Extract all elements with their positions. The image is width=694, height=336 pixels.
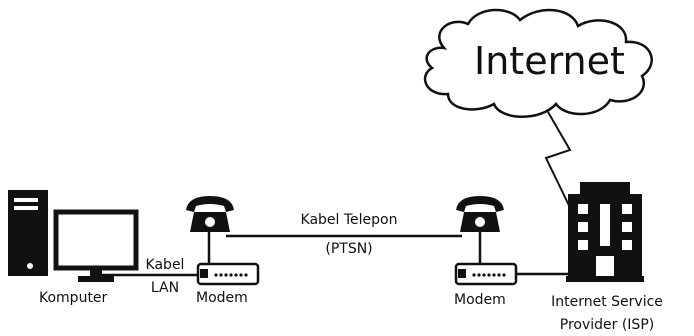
- isp-label-line1: Internet Service: [551, 294, 663, 310]
- modem-left-icon: [196, 262, 260, 286]
- telephone-cable-label-line2: (PTSN): [325, 241, 373, 257]
- telephone-right-icon: [456, 196, 504, 232]
- isp-label-line2: Provider (ISP): [559, 317, 655, 333]
- modem-right-label: Modem: [454, 292, 506, 308]
- telephone-left-icon: [186, 196, 234, 232]
- lan-cable-label-line2: LAN: [150, 280, 180, 296]
- modem-left-label: Modem: [196, 290, 248, 306]
- isp-building-icon: [566, 182, 644, 282]
- computer-label: Komputer: [39, 290, 108, 306]
- monitor-icon: [53, 209, 139, 282]
- wireless-link-icon: [544, 111, 579, 225]
- internet-cloud: [423, 8, 653, 118]
- telephone-cable-label-line1: Kabel Telepon: [300, 212, 398, 228]
- modem-right-icon: [454, 262, 518, 286]
- computer-tower-icon: [8, 190, 48, 276]
- lan-cable-label-line1: Kabel: [145, 257, 185, 273]
- internet-label: Internet: [474, 39, 625, 83]
